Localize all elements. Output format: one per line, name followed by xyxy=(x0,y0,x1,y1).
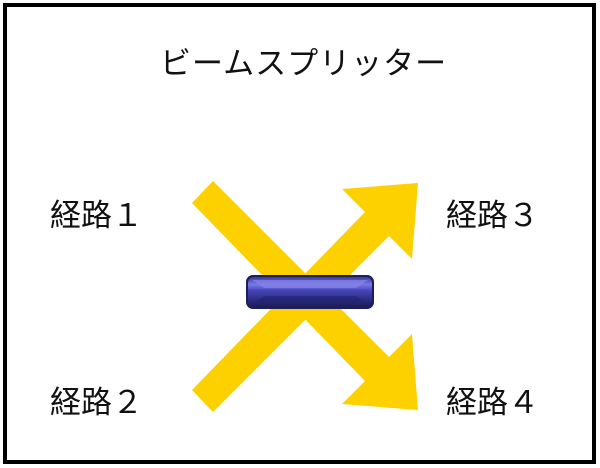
diagram-frame xyxy=(3,3,596,464)
path-1-label: 経路１ xyxy=(50,198,143,234)
beam-splitter-plate xyxy=(246,275,374,309)
path-2-label: 経路２ xyxy=(50,385,143,421)
path-4-label: 経路４ xyxy=(446,385,539,421)
diagram-title: ビームスプリッター xyxy=(160,46,448,82)
path-3-label: 経路３ xyxy=(446,198,539,234)
